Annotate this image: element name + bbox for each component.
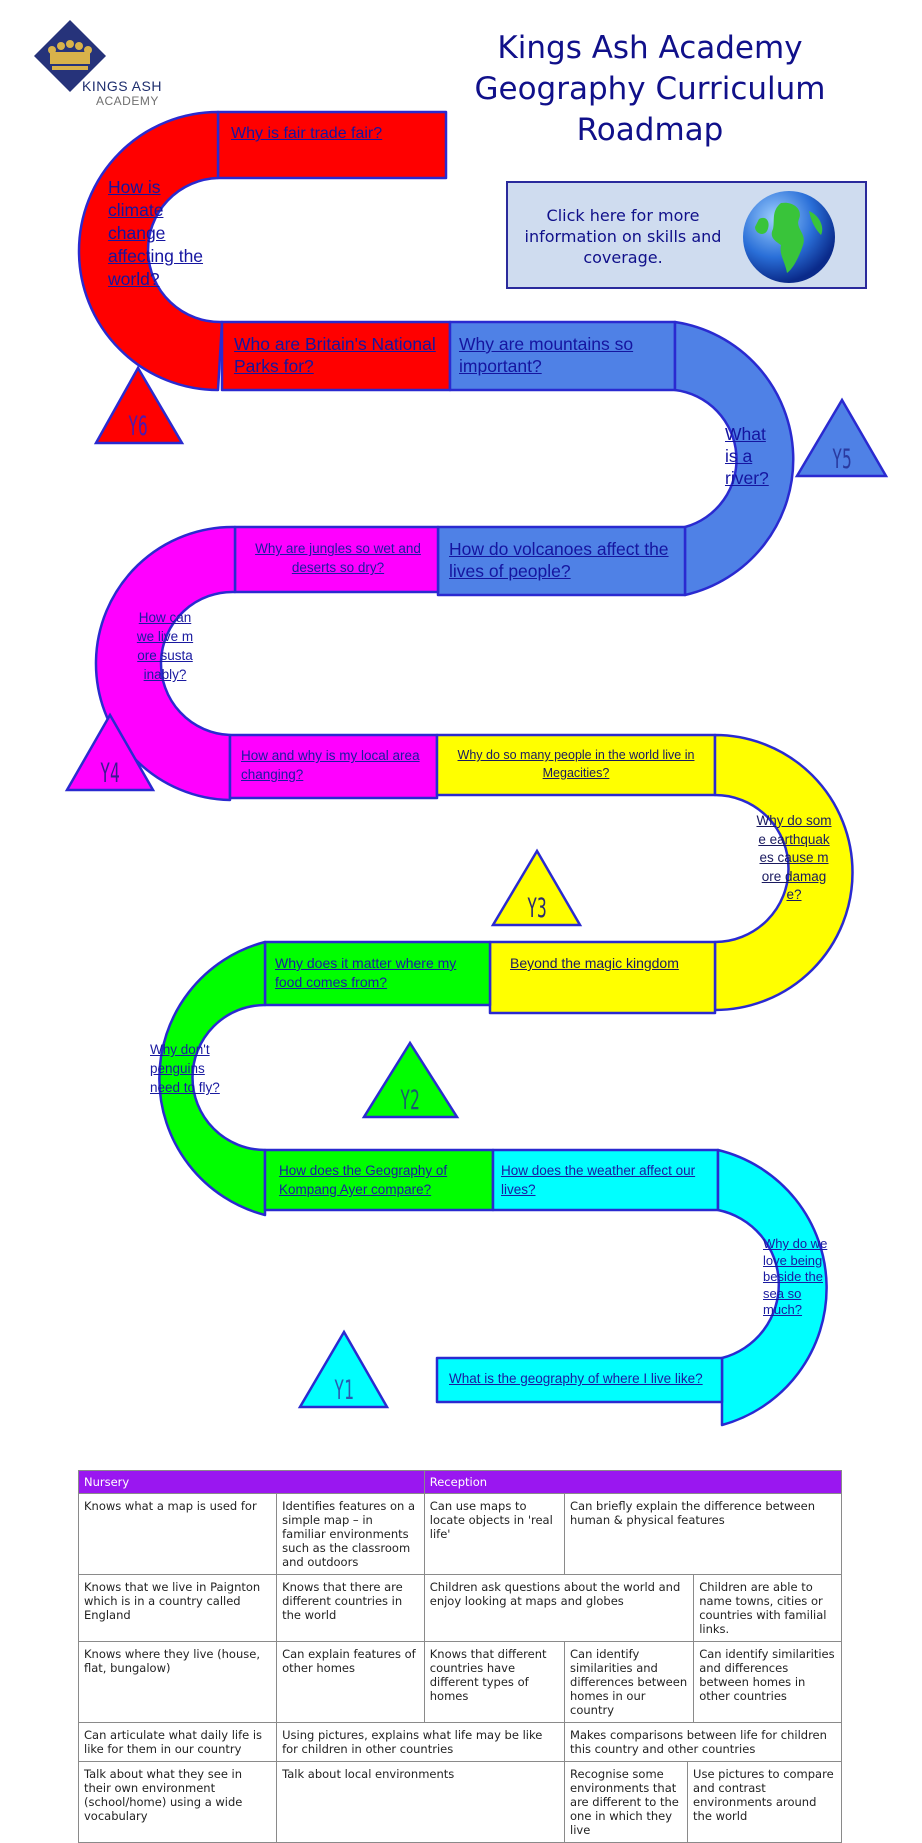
topic-link-sustainably[interactable]: How can we live more sustainably? [136,610,194,682]
table-cell: Knows that different countries have diff… [423,1641,566,1723]
year-badge-y6-label: Y6 [128,411,147,443]
topic-link-where-i-live[interactable]: What is the geography of where I live li… [449,1371,703,1386]
topic-link-jungles-deserts[interactable]: Why are jungles so wet and deserts so dr… [255,541,421,575]
logo-text-main: KINGS ASH [82,78,162,94]
school-logo: KINGS ASH ACADEMY [30,18,165,108]
globe-icon [743,191,835,283]
table-row: Knows where they live (house, flat, bung… [77,1641,842,1723]
topic-link-river[interactable]: What is a river? [725,424,769,488]
road-curve-y3 [713,733,854,1012]
year-badge-y2 [361,1040,460,1119]
road-segment-y6-top [216,110,448,180]
header-nursery: Nursery [78,1470,425,1494]
table-cell: Can articulate what daily life is like f… [77,1722,278,1762]
road-segment-y1-bottom [435,1356,724,1404]
table-cell: Can identify similarities and difference… [564,1641,695,1723]
table-cell: Use pictures to compare and contrast env… [687,1761,842,1843]
table-row: Can articulate what daily life is like f… [77,1722,842,1762]
more-info-link-box[interactable]: Click here for more information on skill… [506,181,867,289]
title-line: Roadmap [576,112,724,148]
table-cell: Can use maps to locate objects in 'real … [423,1493,566,1575]
table-cell: Knows what a map is used for [77,1493,278,1575]
table-cell: Identifies features on a simple map – in… [276,1493,425,1575]
table-cell: Recognise some environments that are dif… [564,1761,689,1843]
header-reception: Reception [423,1470,843,1494]
table-cell: Can identify similarities and difference… [693,1641,842,1723]
table-cell: Knows where they live (house, flat, bung… [77,1641,278,1723]
year-badge-y3-label: Y3 [527,893,546,925]
topic-link-magic-kingdom[interactable]: Beyond the magic kingdom [510,955,679,971]
table-header-row: Nursery Reception [78,1470,843,1494]
page-title: Kings Ash Academy Geography Curriculum R… [460,28,840,151]
year-badge-y1-label: Y1 [334,1375,353,1407]
table-cell: Children are able to name towns, cities … [693,1574,842,1642]
table-cell: Children ask questions about the world a… [423,1574,695,1642]
road-curve-y4 [94,525,237,802]
road-segment-y3-bottom [488,940,717,1015]
topic-link-weather[interactable]: How does the weather affect our lives? [501,1163,696,1197]
road-curve-y2 [158,940,267,1217]
crown-shield-icon [34,20,106,92]
topic-link-earthquakes[interactable]: Why do some earthquakes cause more damag… [756,813,832,903]
table-row: Talk about what they see in their own en… [77,1761,842,1843]
year-badge-y2-label: Y2 [400,1085,419,1117]
year-badge-y6 [93,365,185,445]
topic-link-megacities[interactable]: Why do so many people in the world live … [457,748,695,780]
table-row: Knows what a map is used for Identifies … [77,1493,842,1575]
topic-link-kompang-ayer[interactable]: How does the Geography of Kompang Ayer c… [279,1163,448,1197]
topic-link-local-area[interactable]: How and why is my local area changing? [241,748,420,782]
road-curve-y5 [673,320,795,597]
year-badge-y4 [64,712,156,792]
year-badge-y5 [794,397,889,478]
road-segment-y4-bottom [228,733,439,800]
table-cell: Knows that we live in Paignton which is … [77,1574,278,1642]
table-cell: Talk about what they see in their own en… [77,1761,278,1843]
year-badge-y1 [297,1329,390,1409]
table-row: Knows that we live in Paignton which is … [77,1574,842,1642]
early-years-skills-table: Nursery Reception Knows what a map is us… [77,1470,843,1843]
title-line: Geography Curriculum [474,71,826,107]
roadmap-road: Y6 Y5 Y4 Y3 Y2 Y1 [64,110,889,1427]
table-cell: Talk about local environments [276,1761,566,1843]
road-curve-y1 [716,1148,828,1427]
title-line: Kings Ash Academy [497,30,803,66]
topic-link-volcanoes[interactable]: How do volcanoes affect the lives of peo… [449,539,669,581]
topic-link-climate-change[interactable]: How is climate change affecting the worl… [108,177,204,289]
table-cell: Makes comparisons between life for child… [564,1722,842,1762]
topic-link-fair-trade[interactable]: Why is fair trade fair? [231,125,383,142]
road-curve-y6 [77,110,224,392]
year-badge-y3 [490,848,583,927]
topic-link-food[interactable]: Why does it matter where my food comes f… [275,955,457,990]
topic-link-national-parks[interactable]: Who are Britain's National Parks for? [234,334,436,376]
table-cell: Can explain features of other homes [276,1641,425,1723]
topic-link-penguins[interactable]: Why don't penguins need to fly? [150,1042,220,1095]
year-badge-y5-label: Y5 [832,444,851,476]
table-cell: Using pictures, explains what life may b… [276,1722,566,1762]
table-cell: Can briefly explain the difference betwe… [564,1493,842,1575]
table-cell: Knows that there are different countries… [276,1574,425,1642]
logo-text-sub: ACADEMY [96,94,159,108]
topic-link-seaside[interactable]: Why do we love being beside the sea so m… [763,1236,828,1317]
more-info-text[interactable]: Click here for more information on skill… [524,206,722,267]
topic-link-mountains[interactable]: Why are mountains so important? [459,334,634,376]
year-badge-y4-label: Y4 [100,758,119,790]
